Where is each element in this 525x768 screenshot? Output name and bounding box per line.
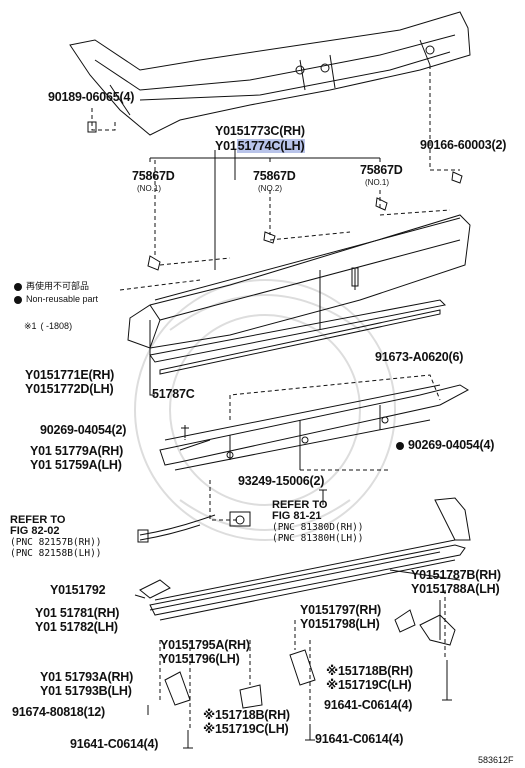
leader-lines-bottom <box>159 590 446 730</box>
part-51781[interactable]: Y01 51781(RH) <box>35 606 120 620</box>
part-51798[interactable]: Y0151798(LH) <box>300 617 380 631</box>
part-51774[interactable]: Y0151774C(LH) <box>215 139 306 153</box>
legend-jp-text: 再使用不可部品 <box>26 281 90 291</box>
legend-en: Non-reusable part <box>14 294 98 305</box>
legend-note: ※1( -1808) <box>24 321 72 332</box>
part-51779[interactable]: Y01 51779A(RH) <box>30 444 124 458</box>
part-90269-b[interactable]: 90269-04054(4) <box>396 438 494 452</box>
part-75867-b-sub: (NO.2) <box>258 184 282 193</box>
part-51772[interactable]: Y0151772D(LH) <box>25 382 114 396</box>
part-75867-c-sub: (NO.1) <box>365 178 389 187</box>
legend-note-mark: ※1 <box>24 321 37 331</box>
part-90269-b-text: 90269-04054(4) <box>408 438 495 452</box>
rocker-molding-drawing <box>149 539 466 621</box>
part-51787c[interactable]: 51787C <box>152 387 195 401</box>
part-51787b[interactable]: Y0151787B(RH) <box>411 568 501 582</box>
part-51795[interactable]: Y0151795A(RH) <box>160 638 250 652</box>
legend-dot-icon <box>14 295 22 304</box>
clip-drawings <box>87 121 463 287</box>
part-93249[interactable]: 93249-15006(2) <box>238 474 325 488</box>
part-90189[interactable]: 90189-06065(4) <box>48 90 135 104</box>
frame-member-drawing <box>69 11 471 136</box>
ref-left-pnc1: (PNC 82157B(RH)) <box>10 537 102 548</box>
part-75867-a-sub: (NO.1) <box>137 184 161 193</box>
part-51719c-left[interactable]: ※151719C(LH) <box>203 722 289 736</box>
legend-dot-icon <box>14 282 22 291</box>
part-51773[interactable]: Y0151773C(RH) <box>215 124 305 138</box>
part-91641-c[interactable]: 91641-C0614(4) <box>315 732 404 746</box>
step-cover-drawing <box>127 214 471 349</box>
part-90166[interactable]: 90166-60003(2) <box>420 138 507 152</box>
part-91674[interactable]: 91674-80818(12) <box>12 705 105 719</box>
ref-right-title: REFER TO <box>272 499 328 511</box>
legend-en-text: Non-reusable part <box>26 294 99 304</box>
part-51792[interactable]: Y0151792 <box>50 583 106 597</box>
part-91673[interactable]: 91673-A0620(6) <box>375 350 464 364</box>
part-51771[interactable]: Y0151771E(RH) <box>25 368 115 382</box>
part-51793b[interactable]: Y01 51793B(LH) <box>40 684 132 698</box>
part-91641-a[interactable]: 91641-C0614(4) <box>324 698 413 712</box>
part-51782[interactable]: Y01 51782(LH) <box>35 620 118 634</box>
part-51774-highlight: 51774C(LH) <box>236 139 306 153</box>
part-51797[interactable]: Y0151797(RH) <box>300 603 381 617</box>
part-75867-a[interactable]: 75867D <box>132 169 175 183</box>
diagram-code: 583612F <box>478 755 514 765</box>
part-75867-c[interactable]: 75867D <box>360 163 403 177</box>
ref-right-fig[interactable]: FIG 81-21 <box>272 510 322 522</box>
wire-harness-drawing <box>137 511 251 543</box>
part-51793a[interactable]: Y01 51793A(RH) <box>40 670 134 684</box>
legend-note-text: ( -1808) <box>40 321 73 331</box>
part-75867-b[interactable]: 75867D <box>253 169 296 183</box>
part-91641-b[interactable]: 91641-C0614(4) <box>70 737 159 751</box>
part-51718b-left[interactable]: ※151718B(RH) <box>203 708 290 722</box>
ref-right-pnc2: (PNC 81380H(LH)) <box>272 533 364 544</box>
part-51774-prefix: Y01 <box>215 139 237 153</box>
step-strip-drawing <box>149 299 447 375</box>
leader-lines-solid <box>134 150 461 640</box>
ref-left-fig[interactable]: FIG 82-02 <box>10 525 60 537</box>
legend-jp: 再使用不可部品 <box>14 281 89 292</box>
watermark-emblem <box>134 279 396 541</box>
part-51796[interactable]: Y0151796(LH) <box>160 652 240 666</box>
step-bracket-drawing <box>159 384 469 471</box>
ref-right-pnc1: (PNC 81380D(RH)) <box>272 522 364 533</box>
part-51759[interactable]: Y01 51759A(LH) <box>30 458 122 472</box>
ref-left-pnc2: (PNC 82158B(LH)) <box>10 548 102 559</box>
part-51788[interactable]: Y0151788A(LH) <box>411 582 500 596</box>
part-51719c-right[interactable]: ※151719C(LH) <box>326 678 412 692</box>
part-90269-a[interactable]: 90269-04054(2) <box>40 423 127 437</box>
bolt-drawings <box>147 268 452 749</box>
part-51718b-right[interactable]: ※151718B(RH) <box>326 664 413 678</box>
rear-bracket-drawing <box>419 497 471 646</box>
ref-left-title: REFER TO <box>10 514 66 526</box>
non-reusable-dot-icon <box>396 441 404 450</box>
